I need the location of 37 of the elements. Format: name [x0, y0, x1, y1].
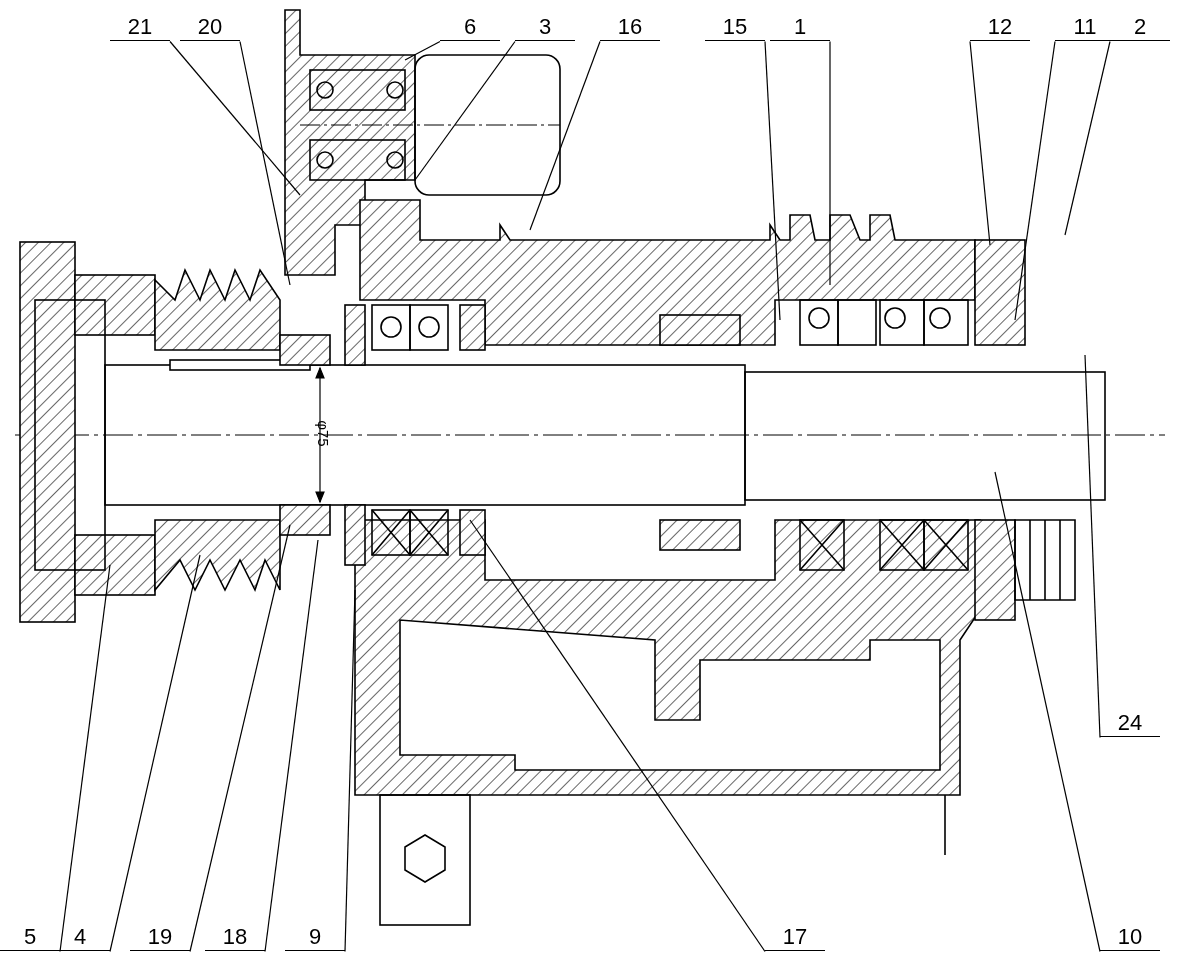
leader-line: [239, 40, 291, 286]
callout-number: 4: [50, 924, 110, 951]
dimension-label: φ75: [314, 420, 332, 447]
callout-number: 17: [765, 924, 825, 951]
callout-number: 18: [205, 924, 265, 951]
callout-number: 24: [1100, 710, 1160, 737]
callout-number: 16: [600, 14, 660, 41]
leader-line: [59, 564, 111, 953]
callout-number: 12: [970, 14, 1030, 41]
leader-line: [169, 40, 301, 196]
leader-line: [764, 40, 781, 321]
leader-line: [829, 40, 831, 286]
callout-number: 21: [110, 14, 170, 41]
leader-line: [469, 519, 766, 953]
leader-line: [264, 539, 319, 953]
callout-number: 9: [285, 924, 345, 951]
callout-number: 3: [515, 14, 575, 41]
callout-number: 19: [130, 924, 190, 951]
callout-number: 5: [0, 924, 60, 951]
leader-line: [969, 40, 991, 246]
callout-number: 10: [1100, 924, 1160, 951]
leader-line: [404, 40, 441, 61]
leader-line: [189, 524, 291, 953]
leader-line: [344, 589, 356, 953]
leader-line: [529, 40, 601, 231]
callout-number: 2: [1110, 14, 1170, 41]
callout-number: 11: [1055, 14, 1115, 41]
callout-number: 1: [770, 14, 830, 41]
callout-number: 15: [705, 14, 765, 41]
leader-line: [994, 471, 1101, 953]
leader-line: [414, 40, 516, 181]
leader-line: [1014, 40, 1056, 321]
leader-line: [1064, 40, 1111, 236]
callout-number: 6: [440, 14, 500, 41]
callout-number: 20: [180, 14, 240, 41]
leader-line: [109, 554, 201, 953]
leader-line: [1084, 354, 1101, 739]
